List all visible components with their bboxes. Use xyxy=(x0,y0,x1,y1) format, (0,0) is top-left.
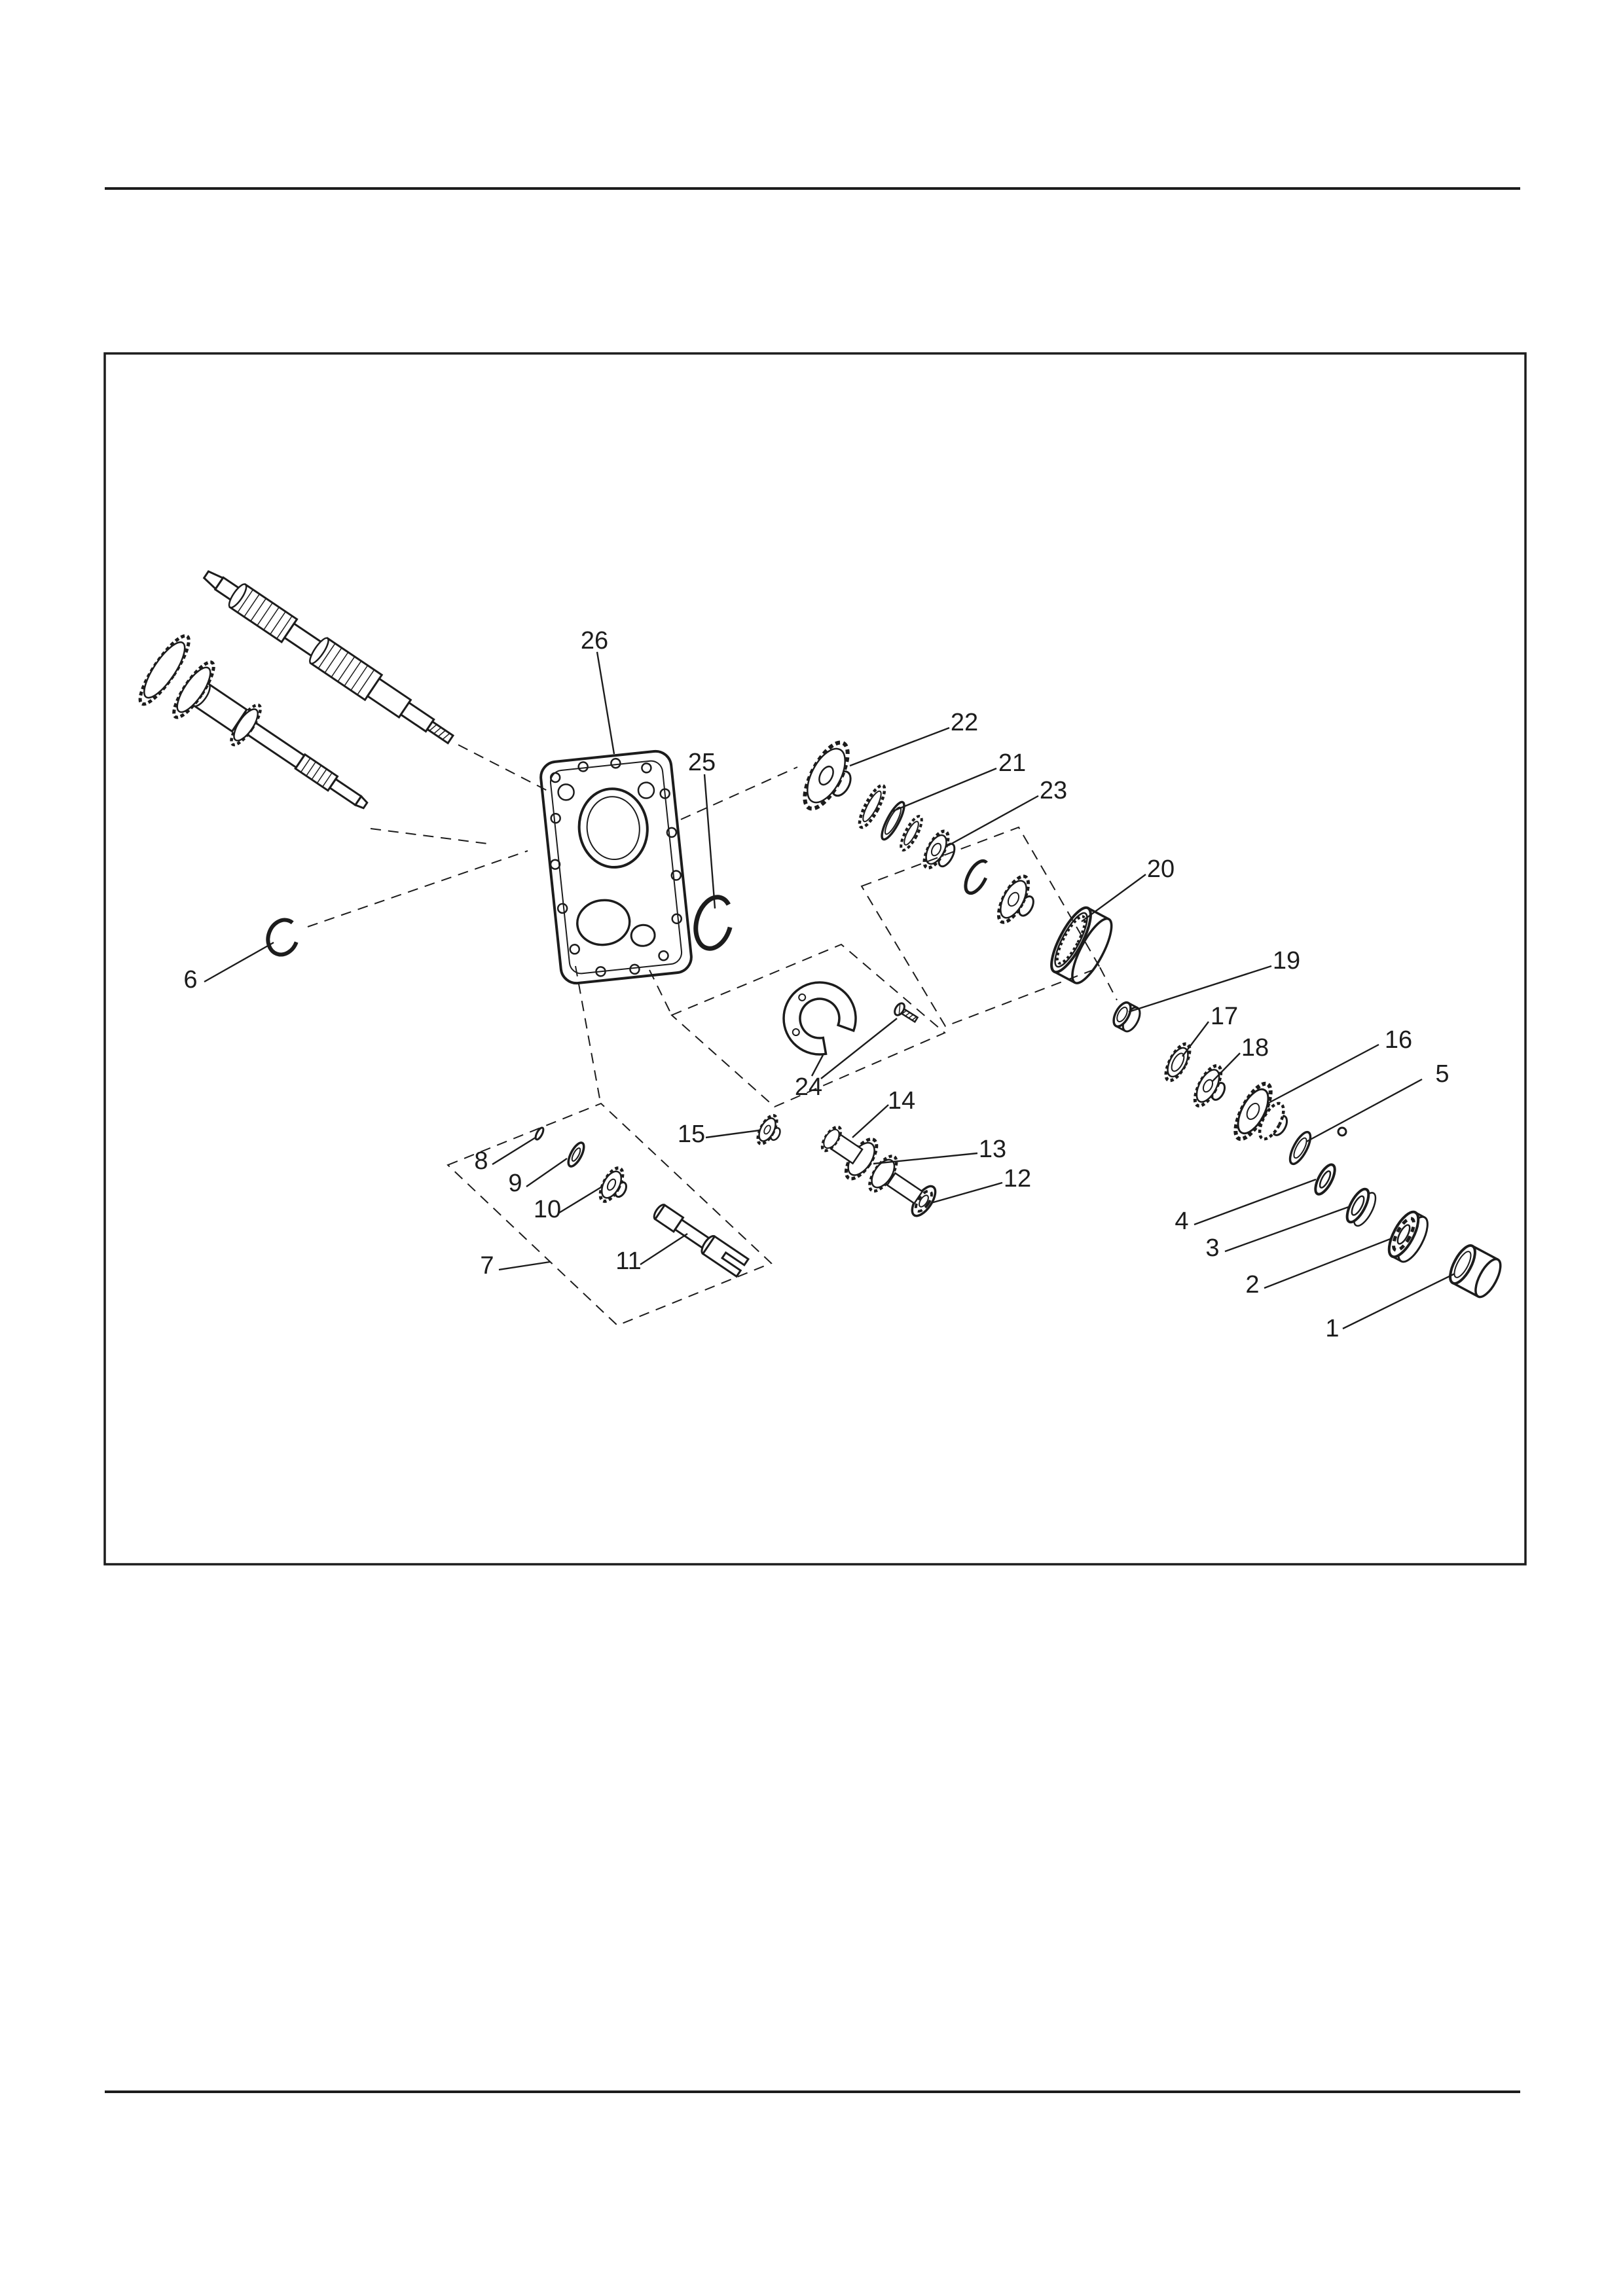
exploded-diagram xyxy=(138,570,1502,1299)
detent-ball xyxy=(1337,1126,1347,1137)
callout-8: 8 xyxy=(474,1147,488,1175)
callout-21: 21 xyxy=(998,749,1026,777)
callout-11: 11 xyxy=(615,1247,641,1275)
main-shaft xyxy=(202,570,455,745)
callout-9: 9 xyxy=(508,1170,522,1197)
end-cover-plate-26 xyxy=(539,749,693,985)
leader-14 xyxy=(852,1104,889,1138)
leader-12 xyxy=(930,1181,1003,1204)
leader-5 xyxy=(1306,1078,1423,1143)
leader-lines xyxy=(204,651,1455,1330)
counter-gear-shaft xyxy=(138,634,369,810)
gear-15 xyxy=(756,1114,781,1145)
washer-9 xyxy=(567,1141,585,1168)
leader-22 xyxy=(849,726,950,767)
leader-24a xyxy=(811,1054,824,1077)
callout-labels: 1 2 3 4 5 6 7 8 9 10 11 12 13 14 15 16 1… xyxy=(183,627,1449,1342)
callout-10: 10 xyxy=(534,1196,561,1223)
leader-10 xyxy=(558,1186,602,1214)
leader-21 xyxy=(891,767,997,813)
callout-1: 1 xyxy=(1325,1315,1339,1342)
construction-lines xyxy=(307,744,1118,1327)
ring-3 xyxy=(1345,1187,1377,1227)
callout-4: 4 xyxy=(1175,1208,1188,1235)
leader-26 xyxy=(596,651,615,755)
bushing-19 xyxy=(1112,1001,1141,1033)
leader-7 xyxy=(498,1261,551,1271)
splined-hub-23 xyxy=(922,829,956,870)
leader-18 xyxy=(1212,1052,1241,1082)
leader-13 xyxy=(873,1152,978,1165)
callout-15: 15 xyxy=(678,1121,705,1148)
leader-24b xyxy=(820,1018,898,1079)
callout-13: 13 xyxy=(979,1136,1006,1163)
leader-23 xyxy=(947,795,1039,847)
leader-9 xyxy=(526,1158,568,1187)
callout-24: 24 xyxy=(795,1073,822,1101)
leader-4 xyxy=(1194,1178,1317,1226)
callout-26: 26 xyxy=(581,627,608,655)
callout-14: 14 xyxy=(888,1087,915,1115)
leader-1 xyxy=(1342,1272,1455,1330)
gear-10 xyxy=(598,1166,627,1203)
leader-15 xyxy=(705,1129,760,1139)
leader-25 xyxy=(703,774,716,909)
shift-shaft-11 xyxy=(653,1204,750,1278)
bearing-2 xyxy=(1387,1210,1429,1263)
gear-18 xyxy=(1193,1064,1226,1108)
gear-22 xyxy=(803,740,852,811)
retainer-screw-24 xyxy=(894,1002,919,1024)
callout-12: 12 xyxy=(1004,1165,1031,1193)
callout-23: 23 xyxy=(1040,777,1067,804)
leader-17 xyxy=(1182,1021,1209,1057)
callout-16: 16 xyxy=(1385,1026,1412,1054)
synchro-assembly-20 xyxy=(964,859,1113,984)
callout-20: 20 xyxy=(1147,855,1175,883)
leader-20 xyxy=(1081,874,1146,922)
callout-22: 22 xyxy=(951,709,978,736)
leader-8 xyxy=(492,1136,536,1166)
synchro-rings-21 xyxy=(858,783,923,852)
callout-6: 6 xyxy=(183,966,197,994)
leader-2 xyxy=(1264,1237,1393,1289)
figure-frame xyxy=(103,352,1527,1566)
leader-16 xyxy=(1267,1043,1379,1105)
snap-ring-25 xyxy=(693,895,734,951)
spacer-collar-1 xyxy=(1449,1244,1502,1299)
leader-11 xyxy=(640,1232,688,1266)
gear-cluster-16 xyxy=(1233,1081,1288,1141)
ring-4 xyxy=(1314,1163,1336,1196)
callout-19: 19 xyxy=(1273,947,1300,975)
snap-ring-6 xyxy=(266,918,300,957)
retainer-plate-24 xyxy=(782,981,857,1056)
callout-7: 7 xyxy=(480,1252,494,1280)
callout-17: 17 xyxy=(1211,1003,1238,1030)
callout-25: 25 xyxy=(688,749,716,776)
callout-5: 5 xyxy=(1435,1060,1449,1088)
leader-6 xyxy=(204,941,274,983)
callout-18: 18 xyxy=(1241,1034,1269,1062)
callout-3: 3 xyxy=(1205,1234,1219,1262)
leader-19 xyxy=(1128,965,1272,1013)
callout-2: 2 xyxy=(1245,1271,1259,1299)
pin-8 xyxy=(534,1126,545,1141)
thrust-washer-5 xyxy=(1288,1130,1312,1166)
gear-shaft-assembly-12-13-14 xyxy=(820,1125,937,1217)
leader-3 xyxy=(1224,1206,1349,1253)
